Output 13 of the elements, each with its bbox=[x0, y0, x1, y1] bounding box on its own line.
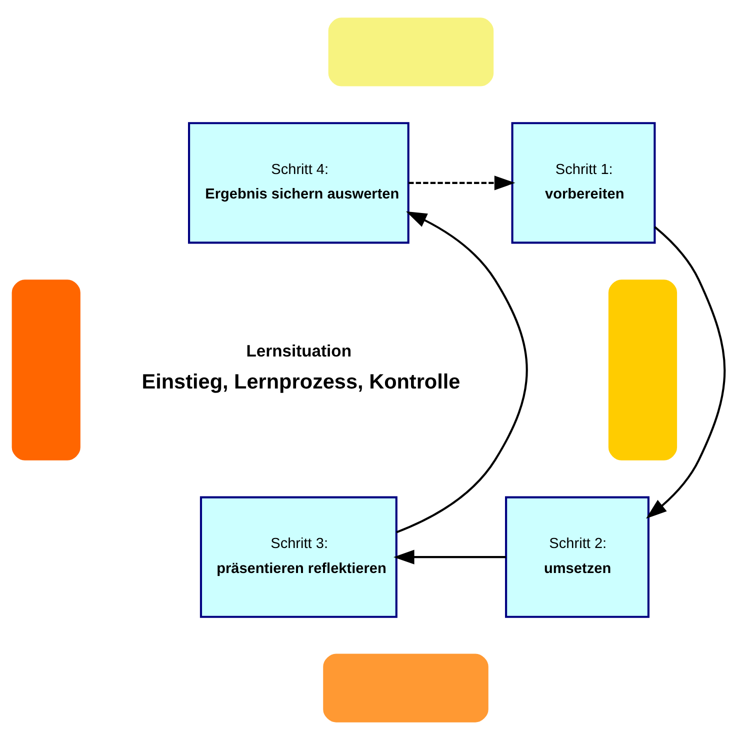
node-bar bbox=[12, 280, 80, 460]
node-bar bbox=[328, 18, 494, 86]
node-bar bbox=[608, 280, 678, 460]
node-text: Lernsituation Einstieg, Lernprozess, Kontrolle bbox=[142, 341, 460, 394]
node-box: Schritt 3: präsentieren reflektieren bbox=[200, 496, 398, 618]
node-box: Schritt 2: umsetzen bbox=[505, 496, 650, 618]
arrow bbox=[396, 211, 528, 534]
arrow bbox=[408, 176, 516, 190]
node-bar bbox=[323, 654, 488, 722]
node-box: Schritt 1: vorbereiten bbox=[511, 122, 656, 244]
arrow bbox=[646, 226, 726, 519]
node-box: Schritt 4: Ergebnis sichern auswerten bbox=[188, 122, 410, 244]
arrow bbox=[393, 550, 506, 564]
